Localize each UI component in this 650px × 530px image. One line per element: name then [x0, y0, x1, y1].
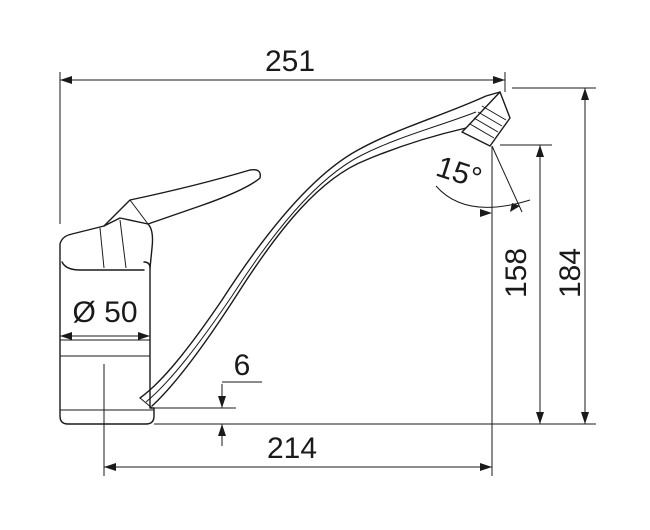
spout-upper-edge — [139, 91, 501, 399]
lever-housing-seam-2 — [119, 219, 127, 269]
base-diameter-label: Ø 50 — [72, 296, 137, 329]
spout-height-label: 158 — [500, 248, 533, 298]
aerator-line-4 — [481, 105, 507, 121]
overall-width-label: 251 — [265, 45, 315, 78]
faucet-base — [59, 261, 155, 425]
spout-lower-edge — [151, 127, 467, 407]
lever-handle — [103, 168, 261, 227]
lever-handle-seam — [129, 199, 149, 225]
dimension-spout-reach: 214 — [103, 150, 493, 476]
dimension-spout-angle: 15° — [432, 145, 531, 217]
dimension-overall-width: 251 — [59, 45, 506, 224]
spout-inner-line — [145, 111, 477, 403]
lever-housing-seam — [99, 227, 105, 269]
dimension-overall-height: 184 — [154, 87, 596, 425]
aerator-line-2 — [473, 117, 499, 133]
spout-angle-label: 15° — [432, 150, 485, 195]
spout-base-joint — [139, 397, 153, 409]
dimension-base-diameter: Ø 50 — [60, 296, 150, 340]
spout-aerator — [461, 91, 511, 147]
lever-housing-lower — [61, 261, 145, 271]
faucet-outline — [59, 91, 511, 425]
dimension-spout-height: 158 — [500, 144, 552, 424]
overall-height-label: 184 — [554, 248, 587, 298]
aerator-line-1 — [469, 123, 495, 139]
spout-reach-label: 214 — [267, 432, 317, 465]
lever-housing — [59, 217, 154, 269]
aerator-line-3 — [477, 111, 503, 127]
base-gap-label: 6 — [234, 349, 251, 382]
dimension-base-gap: 6 — [154, 349, 262, 446]
